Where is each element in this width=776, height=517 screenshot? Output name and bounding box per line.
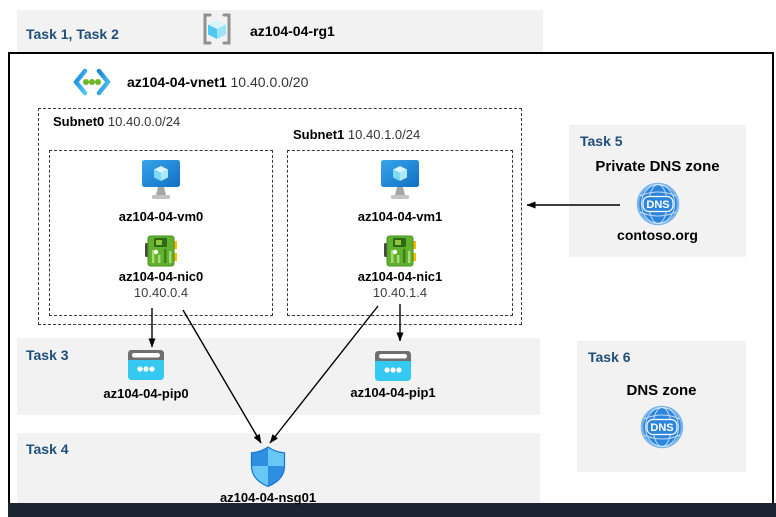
subnet1-name: Subnet1 bbox=[293, 127, 345, 142]
private-dns-zone-title: Private DNS zone bbox=[595, 158, 720, 175]
task4-band: Task 4 az104-04-nsg01 bbox=[17, 433, 540, 505]
task5-box: Task 5 Private DNS zone DNS contoso.org bbox=[569, 125, 746, 257]
subnet0-name: Subnet0 bbox=[53, 114, 105, 129]
pip1-group: az104-04-pip1 bbox=[326, 338, 460, 415]
vnet-name: az104-04-vnet1 bbox=[127, 74, 227, 90]
resource-group-name: az104-04-rg1 bbox=[250, 23, 335, 39]
task5-label: Task 5 bbox=[580, 133, 623, 149]
public-ip-icon bbox=[127, 349, 165, 381]
subnet0-label: Subnet0 10.40.0.0/24 bbox=[53, 114, 180, 129]
dns-icon-label: DNS bbox=[646, 199, 669, 211]
vm-icon bbox=[380, 159, 420, 205]
pip0-name: az104-04-pip0 bbox=[103, 386, 189, 401]
task6-label: Task 6 bbox=[588, 349, 631, 365]
dns-zone-title: DNS zone bbox=[626, 382, 697, 399]
nsg-group: az104-04-nsg01 bbox=[201, 433, 335, 505]
subnet1-label: Subnet1 10.40.1.0/24 bbox=[293, 127, 420, 142]
task4-label: Task 4 bbox=[26, 441, 69, 457]
dns-globe-icon: DNS bbox=[636, 182, 680, 226]
vnet-cidr: 10.40.0.0/20 bbox=[230, 74, 309, 90]
subnet0-cidr: 10.40.0.0/24 bbox=[107, 114, 181, 129]
resource-group-icon bbox=[200, 12, 234, 46]
vm-icon bbox=[141, 159, 181, 205]
task3-band: Task 3 az104-04-pip0 bbox=[17, 338, 540, 415]
dns-globe-icon: DNS bbox=[640, 405, 684, 449]
vm-name: az104-04-vm0 bbox=[118, 209, 204, 224]
nic-ip: 10.40.0.4 bbox=[133, 285, 189, 300]
nic-ip: 10.40.1.4 bbox=[372, 285, 428, 300]
vnet-icon bbox=[72, 66, 112, 98]
bottom-bar bbox=[8, 503, 776, 517]
vnet-title: az104-04-vnet1 10.40.0.0/20 bbox=[127, 74, 308, 90]
pip1-name: az104-04-pip1 bbox=[350, 385, 436, 400]
subnet1-cidr: 10.40.1.0/24 bbox=[347, 127, 421, 142]
subnet1-box: az104-04-vm1 az104-04-nic1 10.40.1.4 bbox=[287, 150, 513, 316]
nic-name: az104-04-nic1 bbox=[357, 269, 443, 284]
nsg-name: az104-04-nsg01 bbox=[219, 490, 317, 505]
nic-name: az104-04-nic0 bbox=[118, 269, 204, 284]
private-dns-zone-name: contoso.org bbox=[617, 227, 698, 243]
subnet0-box: az104-04-vm0 az104-04-nic0 10.40.0.4 bbox=[49, 150, 273, 316]
dns-icon-label: DNS bbox=[650, 422, 673, 434]
task3-label: Task 3 bbox=[26, 347, 69, 363]
task12-band: Task 1, Task 2 az104-04-rg1 bbox=[17, 10, 543, 52]
task12-label: Task 1, Task 2 bbox=[26, 26, 119, 42]
nic-icon bbox=[144, 235, 178, 267]
vm-name: az104-04-vm1 bbox=[357, 209, 443, 224]
pip0-group: az104-04-pip0 bbox=[79, 338, 213, 415]
nic-icon bbox=[383, 235, 417, 267]
public-ip-icon bbox=[374, 350, 412, 382]
task6-box: Task 6 DNS zone DNS bbox=[577, 341, 746, 472]
nsg-shield-icon bbox=[249, 445, 287, 489]
